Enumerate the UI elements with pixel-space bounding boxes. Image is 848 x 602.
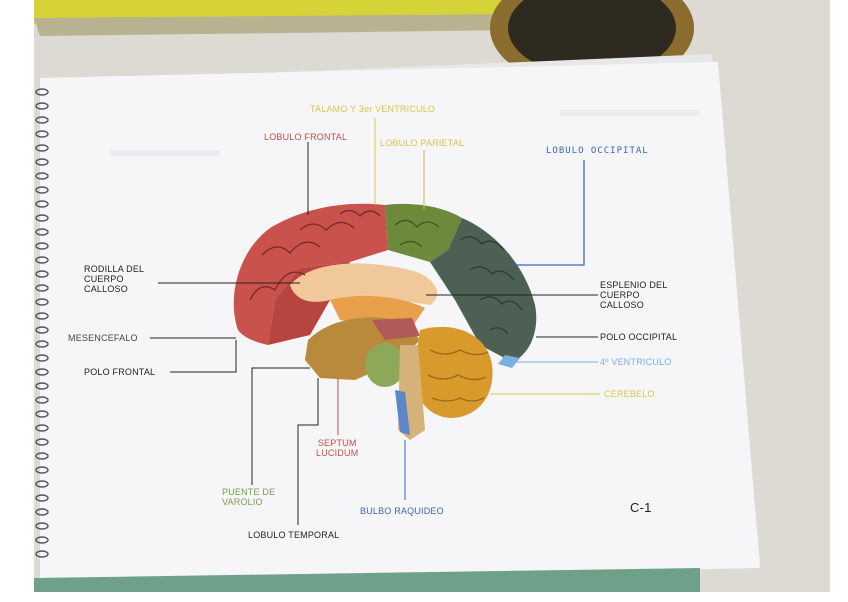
label-lobulo-parietal: LOBULO PARIETAL (380, 138, 465, 148)
spiral-loop (35, 396, 49, 404)
spiral-loop (35, 102, 49, 110)
spiral-loop (35, 382, 49, 390)
spiral-loop (35, 452, 49, 460)
spiral-loop (35, 340, 49, 348)
spiral-loop (35, 410, 49, 418)
spiral-loop (35, 284, 49, 292)
spiral-loop (35, 438, 49, 446)
label-mesencefalo: MESENCEFALO (68, 333, 138, 343)
spiral-loop (35, 228, 49, 236)
spiral-loop (35, 326, 49, 334)
corpus-callosum-region (290, 263, 438, 305)
spiral-loop (35, 312, 49, 320)
spiral-loop (35, 494, 49, 502)
spiral-loop (35, 116, 49, 124)
label-polo-occipital: POLO OCCIPITAL (600, 332, 678, 342)
spiral-loop (35, 242, 49, 250)
page-code: C-1 (630, 500, 652, 515)
spiral-loop (35, 536, 49, 544)
cerebellum-region (414, 326, 493, 418)
faint-print (110, 150, 220, 156)
gyrus-line (399, 240, 423, 248)
spiral-loop (35, 144, 49, 152)
folder-edge (34, 14, 525, 36)
gyrus-line (489, 327, 509, 335)
gyrus-line (427, 374, 487, 381)
label-lobulo-temporal: LOBULO TEMPORAL (248, 530, 340, 540)
gyrus-line (479, 296, 523, 311)
spiral-loop (35, 130, 49, 138)
spiral-loop (35, 550, 49, 558)
pons-region (365, 343, 405, 387)
label-cerebelo: CEREBELO (604, 389, 655, 399)
spiral-loop (35, 368, 49, 376)
gyrus-line (394, 219, 440, 228)
leader-puente (251, 367, 310, 485)
spiral-loop (35, 270, 49, 278)
fourth-ventricle-region (498, 355, 520, 368)
label-lobulo-frontal: LOBULO FRONTAL (264, 132, 348, 142)
spiral-loop (35, 424, 49, 432)
gyrus-line (261, 241, 321, 256)
brain-illustration (233, 203, 537, 440)
frontal-lobe-region (233, 203, 388, 345)
spiral-binding (35, 88, 49, 558)
spiral-loop (35, 508, 49, 516)
gyrus-line (429, 349, 489, 356)
occipital-lobe-region (430, 218, 537, 362)
leader-polo-frontal (170, 340, 237, 373)
label-polo-frontal: POLO FRONTAL (84, 367, 156, 377)
spiral-loop (35, 186, 49, 194)
label-rodilla: RODILLA DEL CUERPO CALLOSO (84, 264, 145, 294)
medulla-blue-region (395, 390, 410, 435)
ring-hole (508, 0, 676, 76)
spiral-loop (35, 256, 49, 264)
leader-occipital (512, 160, 585, 266)
gyrus-line (299, 221, 355, 231)
spiral-loop (35, 88, 49, 96)
gyrus-line (431, 397, 485, 402)
spiral-loop (35, 466, 49, 474)
label-bulbo: BULBO RAQUIDEO (360, 506, 444, 516)
label-lobulo-occipital: LOBULO OCCIPITAL (546, 146, 649, 156)
faint-print (560, 110, 700, 116)
spiral-loop (35, 172, 49, 180)
gyrus-line (459, 236, 505, 251)
gyri-texture (249, 209, 523, 402)
leader-temporal (297, 378, 319, 525)
gyrus-line (339, 209, 381, 217)
gyrus-line (469, 266, 515, 281)
leader-lines (150, 118, 600, 525)
spiral-loop (35, 480, 49, 488)
spiral-loop (35, 214, 49, 222)
green-strip (34, 568, 700, 592)
spiral-loop (35, 200, 49, 208)
red-nucleus-region (372, 318, 420, 340)
spiral-loop (35, 354, 49, 362)
parietal-lobe-region (385, 203, 462, 262)
label-septum: SEPTUM LUCIDUM (316, 438, 359, 458)
spiral-loop (35, 298, 49, 306)
gyrus-line (249, 271, 306, 301)
label-esplenio: ESPLENIO DEL CUERPO CALLOSO (600, 280, 668, 310)
spiral-loop (35, 158, 49, 166)
spiral-loop (35, 522, 49, 530)
label-talamo: TALAMO Y 3er VENTRICULO (310, 104, 436, 114)
label-cuarto-ventriculo: 4º VENTRICULO (600, 357, 672, 367)
label-puente: PUENTE DE VAROLIO (222, 487, 276, 507)
